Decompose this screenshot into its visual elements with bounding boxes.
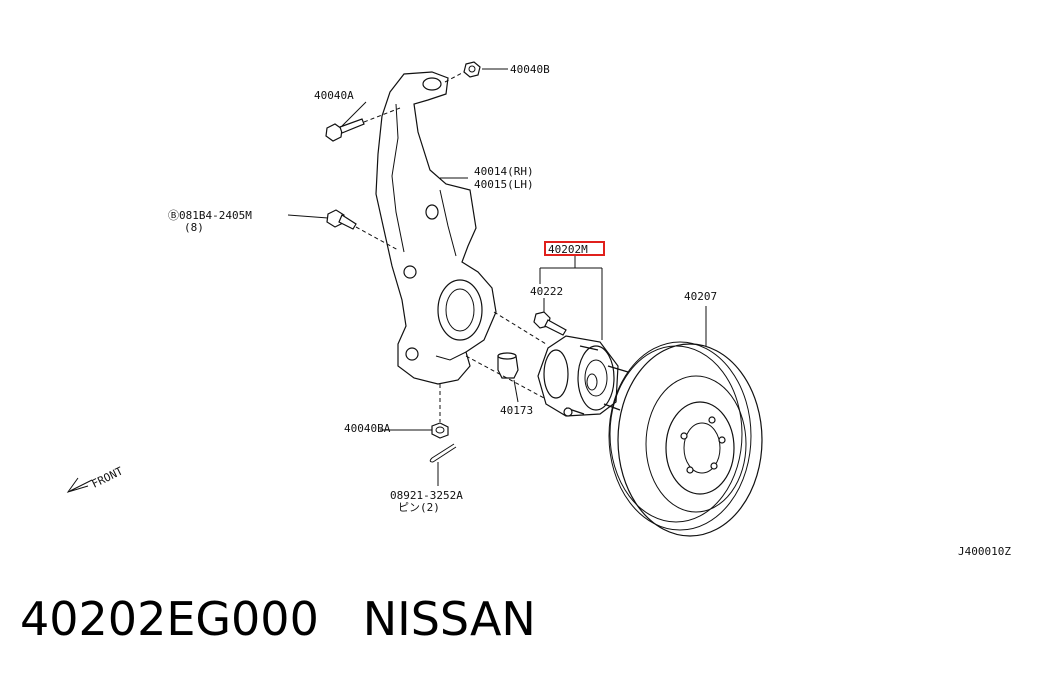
highlight-box: [544, 241, 605, 256]
label-knuckle-lh: 40015(LH): [474, 178, 534, 191]
label-stud: 40222: [530, 285, 563, 298]
product-caption: 40202EG000 NISSAN: [20, 596, 536, 642]
cotter-pin: [429, 443, 457, 463]
side-bolt: [326, 209, 357, 230]
cap: [497, 352, 519, 379]
bottom-nut: [431, 422, 449, 439]
hub-assembly: [537, 335, 629, 417]
label-top-bolt: 40040A: [314, 89, 354, 102]
label-knuckle-rh: 40014(RH): [474, 165, 534, 178]
brand-name: NISSAN: [362, 592, 536, 646]
label-pin: 08921-3252A: [390, 489, 463, 502]
leader-lines: [287, 68, 707, 486]
diagram-code: J400010Z: [958, 545, 1011, 558]
steering-knuckle: [375, 71, 497, 385]
front-direction-arrow: [66, 477, 93, 493]
top-nut: [463, 61, 481, 78]
label-cap: 40173: [500, 404, 533, 417]
label-bottom-nut: 40040BA: [344, 422, 391, 435]
label-rotor: 40207: [684, 290, 717, 303]
wheel-stud: [533, 311, 567, 336]
label-pin-qty: ピン(2): [398, 501, 440, 514]
front-label: FRONT: [90, 464, 126, 490]
label-side-bolt-qty: (8): [184, 221, 204, 234]
label-hub-assembly[interactable]: 40202M: [548, 243, 588, 256]
label-top-nut: 40040B: [510, 63, 550, 76]
brake-rotor: [608, 341, 763, 537]
part-number: 40202EG000: [20, 592, 319, 646]
top-bolt: [325, 118, 365, 142]
label-side-bolt: Ⓑ081B4-2405M: [168, 209, 252, 222]
